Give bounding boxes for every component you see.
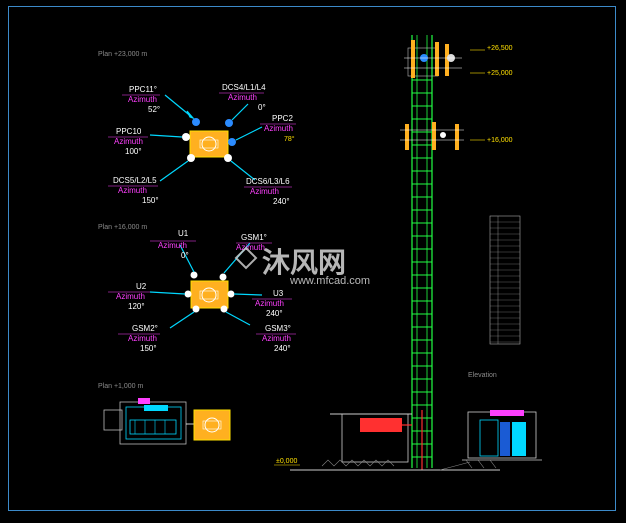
- plan-top-mount: [189, 130, 229, 158]
- svg-text:Azimuth: Azimuth: [114, 137, 143, 146]
- svg-text:U3: U3: [273, 289, 284, 298]
- svg-text:GSM2°: GSM2°: [132, 324, 158, 333]
- svg-text:Azimuth: Azimuth: [262, 334, 291, 343]
- equipment-table: [489, 215, 521, 345]
- sector-dcs6: DCS6/L3/L6 Azimuth 240°: [244, 177, 292, 206]
- svg-text:GSM1°: GSM1°: [241, 233, 267, 242]
- watermark-url: www.mfcad.com: [289, 275, 370, 287]
- tower-top-antennas: [404, 40, 462, 78]
- svg-text:+16,000: +16,000: [487, 137, 513, 144]
- svg-text:0°: 0°: [258, 103, 266, 112]
- svg-text:Azimuth: Azimuth: [228, 93, 257, 102]
- svg-text:PPC10: PPC10: [116, 127, 142, 136]
- sector-dcs4: DCS4/L1/L4 Azimuth 0°: [219, 83, 266, 112]
- cabinet-elevation: [462, 410, 542, 469]
- plan-top-title: Plan +23,000 m: [98, 51, 147, 58]
- tower-ladder-rungs: [412, 79, 432, 458]
- svg-text:Azimuth: Azimuth: [158, 241, 187, 250]
- sector-ppc11: PPC11° Azimuth 52°: [122, 85, 160, 114]
- watermark: 沐风网 www.mfcad.com: [234, 246, 370, 287]
- plan-base-title: Plan +1,000 m: [98, 383, 144, 390]
- svg-text:Azimuth: Azimuth: [128, 334, 157, 343]
- tower-mid-antennas: [400, 122, 464, 150]
- plan-mid-mount: [184, 271, 235, 313]
- sector-u1: U1 Azimuth 0°: [150, 229, 196, 260]
- sector-u3: U3 Azimuth 240°: [252, 289, 292, 318]
- svg-text:U1: U1: [178, 229, 189, 238]
- sector-u2: U2 Azimuth 120°: [108, 282, 150, 311]
- svg-text:DCS6/L3/L6: DCS6/L3/L6: [246, 177, 290, 186]
- elevation-title: Elevation: [468, 372, 497, 379]
- svg-text:DCS4/L1/L4: DCS4/L1/L4: [222, 83, 266, 92]
- sector-gsm3: GSM3° Azimuth 240°: [256, 324, 296, 353]
- svg-text:150°: 150°: [140, 344, 157, 353]
- svg-text:Azimuth: Azimuth: [255, 299, 284, 308]
- svg-text:Azimuth: Azimuth: [128, 95, 157, 104]
- svg-text:78°: 78°: [284, 135, 295, 143]
- svg-text:DCS5/L2/L5: DCS5/L2/L5: [113, 176, 157, 185]
- plan-mid-title: Plan +16,000 m: [98, 224, 147, 231]
- svg-text:Azimuth: Azimuth: [264, 124, 293, 133]
- equipment-shelter: [330, 410, 423, 470]
- elevation-levels: +26,500 +25,000 +16,000 ±0,000: [274, 45, 513, 466]
- svg-text:+25,000: +25,000: [487, 70, 513, 77]
- svg-text:PPC2: PPC2: [272, 114, 293, 123]
- ground-line: [290, 459, 500, 471]
- svg-text:0°: 0°: [181, 251, 189, 260]
- plan-base-equipment: [103, 398, 231, 445]
- svg-text:Azimuth: Azimuth: [116, 292, 145, 301]
- sector-gsm2: GSM2° Azimuth 150°: [118, 324, 160, 353]
- tower-structure: [411, 35, 433, 468]
- svg-text:240°: 240°: [274, 344, 291, 353]
- svg-text:Azimuth: Azimuth: [118, 186, 147, 195]
- svg-text:U2: U2: [136, 282, 147, 291]
- svg-text:240°: 240°: [273, 197, 290, 206]
- svg-text:Azimuth: Azimuth: [250, 187, 279, 196]
- svg-text:150°: 150°: [142, 196, 159, 205]
- svg-text:52°: 52°: [148, 105, 160, 114]
- svg-text:240°: 240°: [266, 309, 283, 318]
- drawing-frame: [8, 6, 616, 511]
- sector-ppc2: PPC2 Azimuth 78°: [260, 114, 296, 143]
- svg-text:120°: 120°: [128, 302, 145, 311]
- sector-ppc10: PPC10 Azimuth 100°: [108, 127, 148, 156]
- sector-gsm1: GSM1° Azimuth: [236, 233, 272, 252]
- svg-text:+26,500: +26,500: [487, 45, 513, 52]
- watermark-brand: 沐风网: [262, 247, 346, 278]
- svg-text:GSM3°: GSM3°: [265, 324, 291, 333]
- svg-text:100°: 100°: [125, 147, 142, 156]
- plan-top-pointers: [149, 94, 263, 182]
- svg-text:±0,000: ±0,000: [276, 458, 297, 465]
- sector-dcs5: DCS5/L2/L5 Azimuth 150°: [108, 176, 159, 205]
- plan-top-antennas: [182, 118, 236, 162]
- svg-text:Azimuth: Azimuth: [236, 243, 265, 252]
- svg-text:PPC11°: PPC11°: [129, 85, 157, 94]
